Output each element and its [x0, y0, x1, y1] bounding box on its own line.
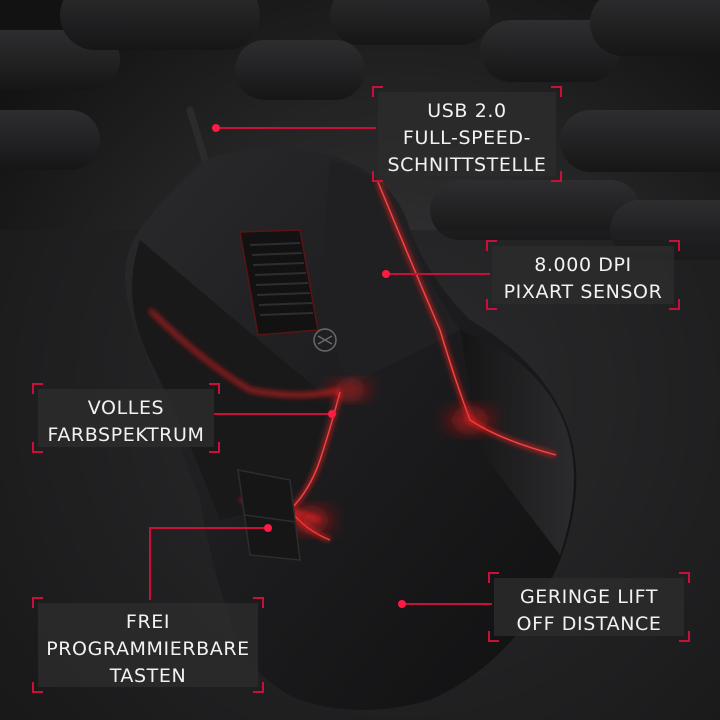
dot-dpi: [382, 270, 390, 278]
callout-keys-line-2: PROGRAMMIERBARE: [46, 638, 250, 660]
gaming-mouse: [125, 148, 577, 711]
brand-logo: [313, 328, 337, 352]
dot-keys: [264, 524, 272, 532]
dot-lift: [398, 600, 406, 608]
leader-dots: [212, 124, 406, 608]
callout-dpi-line-1: 8.000 DPI: [534, 254, 632, 276]
callout-usb-interface: USB 2.0 FULL-SPEED- SCHNITTSTELLE: [372, 86, 562, 182]
callout-keys-line-3: TASTEN: [109, 665, 187, 687]
callout-lift-off-distance: GERINGE LIFT OFF DISTANCE: [488, 572, 690, 642]
scroll-wheel: [239, 229, 319, 336]
callout-lift-line-2: OFF DISTANCE: [516, 613, 662, 635]
callout-usb-line-1: USB 2.0: [427, 100, 507, 122]
callout-color-line-2: FARBSPEKTRUM: [47, 424, 205, 446]
callout-lift-line-1: GERINGE LIFT: [519, 586, 659, 608]
callout-usb-line-2: FULL-SPEED-: [402, 127, 532, 149]
callout-color-spectrum: VOLLES FARBSPEKTRUM: [32, 383, 220, 453]
leader-keys: [149, 527, 268, 600]
leader-lines: [149, 127, 492, 605]
dot-usb: [212, 124, 220, 132]
callout-color-line-1: VOLLES: [87, 397, 165, 419]
callout-dpi-line-2: PIXART SENSOR: [503, 281, 663, 303]
callout-usb-line-3: SCHNITTSTELLE: [387, 154, 547, 176]
mouse-cable: [186, 106, 218, 179]
side-buttons: [237, 469, 301, 561]
callout-dpi-sensor: 8.000 DPI PIXART SENSOR: [486, 240, 680, 310]
dot-color: [328, 410, 336, 418]
callout-keys-line-1: FREI: [125, 611, 171, 633]
callout-programmable-keys: FREI PROGRAMMIERBARE TASTEN: [32, 597, 264, 693]
